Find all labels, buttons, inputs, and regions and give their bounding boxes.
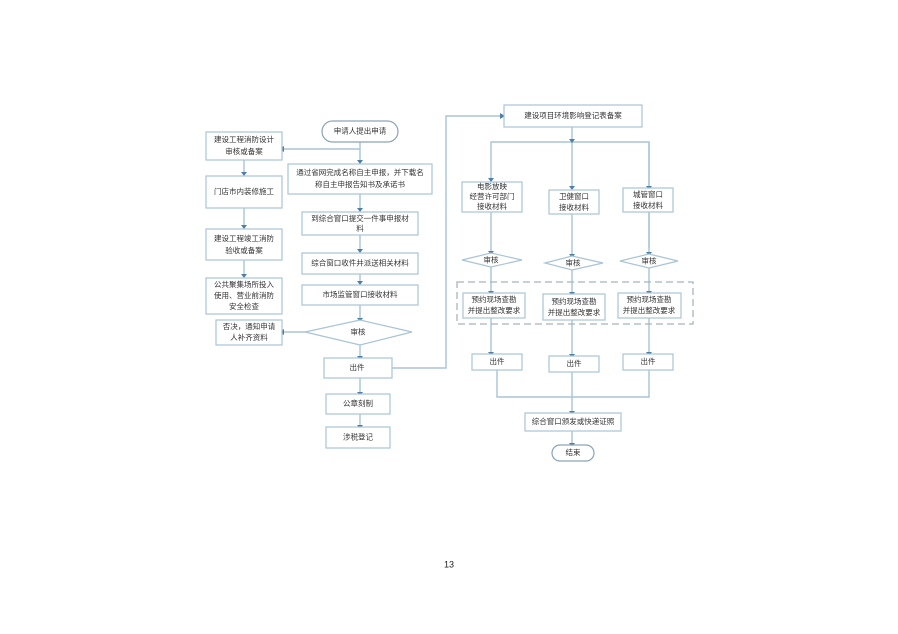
node-fire-design-line2: 审核或备案 <box>225 146 263 156</box>
node-issue-main-label: 出件 <box>350 362 365 372</box>
node-urban-window: 城管窗口 接收材料 <box>622 187 674 213</box>
node-submit-line2: 料 <box>356 223 364 233</box>
inspection-group-frame <box>456 281 694 325</box>
node-seal-label: 公章刻制 <box>343 398 373 408</box>
node-fire-design-line1: 建设工程消防设计 <box>214 134 274 144</box>
node-tax: 涉税登记 <box>325 426 391 449</box>
node-start-label: 申请人提出申请 <box>334 126 387 136</box>
node-review-main: 审核 <box>304 319 413 346</box>
node-health-window-line1: 卫健窗口 <box>559 191 589 201</box>
node-inspect-3-line1: 预约现场查勘 <box>627 294 672 304</box>
node-urban-window-line2: 接收材料 <box>633 200 663 210</box>
node-end: 结束 <box>551 444 595 462</box>
node-urban-window-line1: 城管窗口 <box>633 189 663 199</box>
node-submit-line1: 到综合窗口提交一件事申报材 <box>311 213 409 223</box>
arrowhead <box>241 274 247 278</box>
node-end-label: 结束 <box>566 447 581 457</box>
node-fire-accept: 建设工程竣工消防 验收或备案 <box>205 228 283 261</box>
node-film-window-line1: 电影放映 <box>477 181 507 191</box>
node-deliver: 综合窗口颁发或快递证照 <box>524 412 622 432</box>
node-issue-1: 出件 <box>471 353 523 371</box>
node-inspect-2-line2: 并提出整改要求 <box>548 307 601 317</box>
node-inspect-3: 预约现场查勘 并提出整改要求 <box>617 292 682 319</box>
node-safety-check-line1: 公共聚集场所投入 <box>214 279 274 289</box>
arrowhead <box>241 172 247 176</box>
page-number: 13 <box>444 559 454 569</box>
node-film-window-line3: 接收材料 <box>477 201 507 211</box>
node-submit: 到综合窗口提交一件事申报材 料 <box>301 211 419 236</box>
node-start: 申请人提出申请 <box>321 120 399 143</box>
arrowhead <box>357 208 363 212</box>
node-name-declare-line2: 称自主申报告知书及承诺书 <box>315 179 405 189</box>
node-inspect-2-line1: 预约现场查勘 <box>552 296 597 306</box>
node-review-1: 审核 <box>461 252 523 268</box>
node-review-2: 审核 <box>542 255 604 271</box>
node-reject-line1: 否决，通知申请 <box>223 321 276 331</box>
node-review-2-label: 审核 <box>566 258 581 268</box>
node-review-3: 审核 <box>619 253 679 269</box>
node-film-window: 电影放映 经营许可部门 接收材料 <box>461 181 523 213</box>
node-interior-label: 门店市内装修施工 <box>214 186 274 196</box>
arrowhead <box>569 186 575 190</box>
node-dispatch: 综合窗口收件并派送相关材料 <box>301 252 419 275</box>
arrowhead <box>488 178 494 182</box>
node-issue-2: 出件 <box>548 355 600 373</box>
node-name-declare-line1: 通过省网完成名称自主申报，并下载名 <box>296 167 424 177</box>
node-market-window-label: 市场监管窗口接收材料 <box>323 289 398 299</box>
node-inspect-1: 预约现场查勘 并提出整改要求 <box>462 292 526 319</box>
node-interior: 门店市内装修施工 <box>205 175 283 209</box>
node-env-record: 建设项目环境影响登记表备案 <box>503 104 643 128</box>
node-dispatch-label: 综合窗口收件并派送相关材料 <box>311 258 409 268</box>
node-review-1-label: 审核 <box>484 255 499 265</box>
connector-issue-to-env-record <box>392 115 502 369</box>
node-inspect-2: 预约现场查勘 并提出整改要求 <box>542 293 606 321</box>
node-inspect-1-line2: 并提出整改要求 <box>468 305 521 315</box>
node-issue-3-label: 出件 <box>641 356 656 366</box>
node-health-window-line2: 接收材料 <box>559 202 589 212</box>
arrowhead <box>357 281 363 285</box>
node-deliver-label: 综合窗口颁发或快递证照 <box>532 416 615 426</box>
node-fire-accept-line2: 验收或备案 <box>225 245 263 255</box>
node-review-3-label: 审核 <box>642 256 657 266</box>
node-issue-1-label: 出件 <box>490 356 505 366</box>
node-issue-main: 出件 <box>323 357 393 379</box>
arrowhead <box>241 225 247 229</box>
arrowhead <box>569 139 575 143</box>
arrowhead <box>357 160 363 164</box>
arrowhead <box>500 113 505 119</box>
node-fire-accept-line1: 建设工程竣工消防 <box>214 233 274 243</box>
node-review-main-label: 审核 <box>351 327 366 337</box>
node-health-window: 卫健窗口 接收材料 <box>548 189 600 215</box>
node-reject-line2: 人补齐资料 <box>230 332 268 342</box>
connectors <box>243 115 650 445</box>
node-safety-check: 公共聚集场所投入 使用、营业前消防 安全检查 <box>205 277 283 315</box>
node-seal: 公章刻制 <box>325 393 391 415</box>
node-safety-check-line2: 使用、营业前消防 <box>214 290 274 300</box>
node-env-record-label: 建设项目环境影响登记表备案 <box>524 110 622 120</box>
node-safety-check-line3: 安全检查 <box>229 301 259 311</box>
node-inspect-1-line1: 预约现场查勘 <box>472 294 517 304</box>
node-tax-label: 涉税登记 <box>343 432 373 442</box>
node-issue-2-label: 出件 <box>567 358 582 368</box>
node-reject: 否决，通知申请 人补齐资料 <box>215 319 283 346</box>
node-market-window: 市场监管窗口接收材料 <box>301 284 419 306</box>
node-issue-3: 出件 <box>622 353 674 371</box>
node-fire-design: 建设工程消防设计 审核或备案 <box>205 131 283 161</box>
arrowhead <box>357 249 363 253</box>
connector-issues-merge <box>496 370 650 398</box>
node-name-declare: 通过省网完成名称自主申报，并下载名 称自主申报告知书及承诺书 <box>287 163 433 195</box>
node-inspect-3-line2: 并提出整改要求 <box>623 305 676 315</box>
node-film-window-line2: 经营许可部门 <box>470 191 515 201</box>
